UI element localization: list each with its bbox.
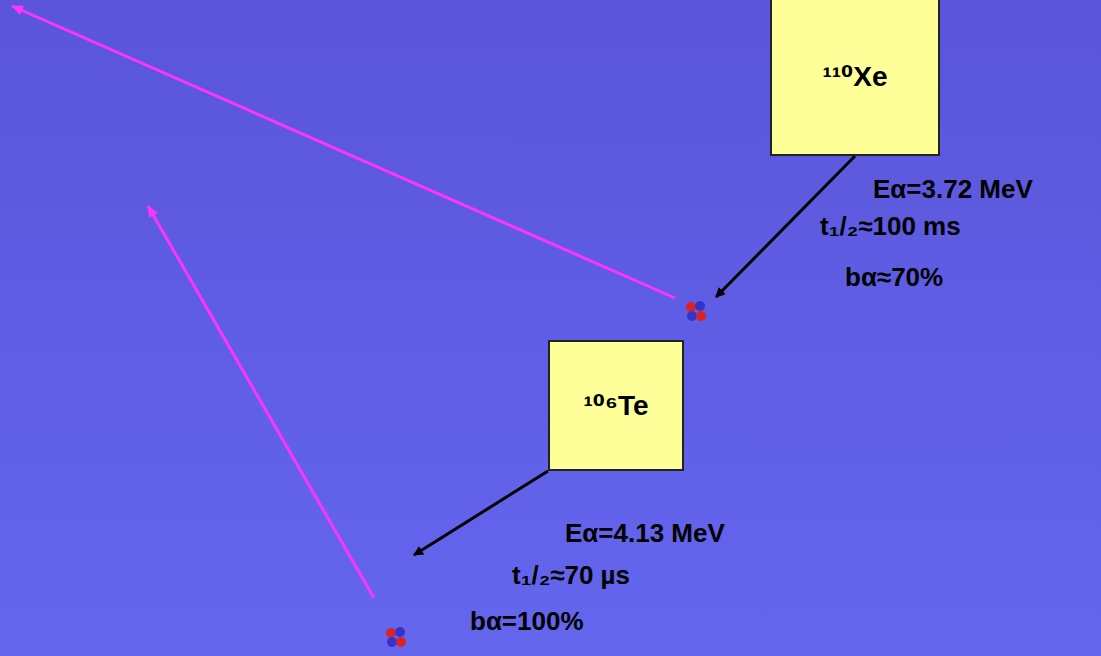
decay-property: Eα=3.72 MeV [873, 174, 1033, 205]
decay-property: Eα=4.13 MeV [565, 518, 725, 549]
decay-property: bα≈70% [845, 262, 943, 293]
nuclide-name: ¹¹⁰Xe [822, 60, 887, 93]
decay-property: t₁/₂≈70 µs [512, 560, 630, 591]
decay-arrow [414, 471, 548, 555]
alpha-particle [686, 301, 706, 321]
decay-property: bα=100% [470, 606, 584, 637]
nuclide-box: ¹¹⁰Xe [770, 0, 940, 156]
nuclide-box: ¹⁰⁶Te [548, 340, 684, 471]
decay-property: t₁/₂≈100 ms [820, 211, 961, 242]
alpha-path [12, 6, 675, 298]
alpha-path [148, 206, 374, 598]
alpha-particle [386, 627, 406, 647]
nuclide-name: ¹⁰⁶Te [583, 389, 648, 422]
